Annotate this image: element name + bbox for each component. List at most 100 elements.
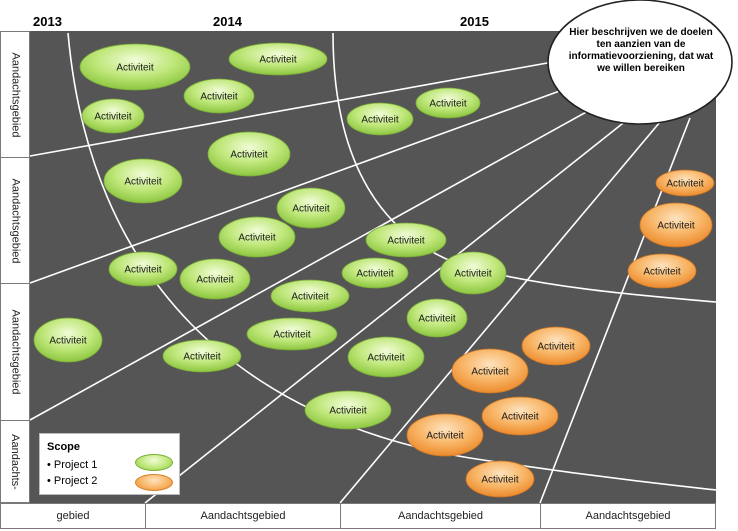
activity-ellipse [246,317,338,351]
activity-4: Activiteit [81,98,145,134]
activity-ellipse [406,413,484,457]
legend-item-project-1: • Project 1 [47,459,98,471]
activity-ellipse [627,253,697,289]
activity-ellipse [655,169,715,197]
activity-ellipse [481,396,559,436]
activity-ellipse [183,78,255,114]
activity-3: Activiteit [183,78,255,114]
activity-29: Activiteit [481,396,559,436]
callout-bubble [547,0,733,125]
activity-5: Activiteit [346,102,414,136]
activity-label: Activiteit [183,352,220,363]
activity-ellipse [179,258,251,300]
activity-ellipse [33,317,103,363]
activity-label: Activiteit [361,115,398,126]
activity-11: Activiteit [108,251,178,287]
radial-line-2 [29,79,591,284]
activity-ellipse [103,158,183,204]
activity-ellipse [451,348,529,394]
activity-28: Activiteit [451,348,529,394]
activity-6: Activiteit [415,87,481,119]
activity-label: Activiteit [291,292,328,303]
callout-text: Hier beschrijven we de doelen ten aanzie… [568,27,714,74]
activity-ellipse [406,298,468,338]
activity-ellipse [218,216,296,258]
activity-label: Activiteit [230,150,267,161]
activity-label: Activiteit [454,269,491,280]
activity-label: Activiteit [643,267,680,278]
activity-label: Activiteit [657,221,694,232]
activity-2: Activiteit [228,42,328,76]
activity-label: Activiteit [94,112,131,123]
activity-ellipse [439,251,507,295]
legend-swatch-project-1 [135,454,173,471]
activity-ellipse [465,460,535,498]
activity-label: Activiteit [273,330,310,341]
activity-ellipse [346,102,414,136]
column-label-2: Aandachtsgebied [145,503,341,529]
activity-label: Activiteit [356,269,393,280]
activity-8: Activiteit [103,158,183,204]
activity-label: Activiteit [537,342,574,353]
activity-ellipse [415,87,481,119]
activity-label: Activiteit [367,353,404,364]
column-label-4: Aandachtsgebied [540,503,716,529]
column-label-1: gebied [0,503,146,529]
row-label-4: Aandachts- [0,420,30,503]
activity-14: Activiteit [341,257,409,289]
activity-25: Activiteit [639,202,713,248]
activity-21: Activiteit [347,336,425,378]
row-label-1: Aandachtsgebied [0,31,30,158]
radial-line-3 [29,99,609,421]
radial-line-5 [339,121,661,504]
activity-12: Activiteit [179,258,251,300]
legend-swatch-project-2 [135,474,173,491]
scope-legend: Scope • Project 1 • Project 2 [39,433,180,495]
activities-layer: ActiviteitActiviteitActiviteitActiviteit… [33,42,715,498]
activity-9: Activiteit [276,187,346,229]
activity-label: Activiteit [292,204,329,215]
radial-line-1 [29,57,576,157]
activity-label: Activiteit [481,475,518,486]
activity-label: Activiteit [259,55,296,66]
activity-ellipse [207,131,291,177]
activity-label: Activiteit [666,179,703,190]
activity-ellipse [228,42,328,76]
curve-2014 [67,32,717,491]
activity-label: Activiteit [429,99,466,110]
activity-22: Activiteit [304,390,392,430]
activity-label: Activiteit [116,63,153,74]
activity-label: Activiteit [387,236,424,247]
activity-label: Activiteit [200,92,237,103]
legend-title: Scope [47,441,81,453]
column-label-3: Aandachtsgebied [340,503,541,529]
activity-label: Activiteit [124,177,161,188]
activity-ellipse [365,222,447,258]
activity-ellipse [521,326,591,366]
activity-ellipse [162,339,242,373]
activity-24: Activiteit [655,169,715,197]
activity-ellipse [79,43,191,91]
activity-label: Activiteit [196,275,233,286]
row-label-1-text: Aandachtsgebied [9,51,22,138]
activity-ellipse [304,390,392,430]
activity-label: Activiteit [418,314,455,325]
activity-10: Activiteit [218,216,296,258]
year-2013: 2013 [33,14,62,29]
row-label-3-text: Aandachtsgebied [9,309,22,395]
activity-26: Activiteit [627,253,697,289]
activity-label: Activiteit [426,431,463,442]
activity-18: Activiteit [246,317,338,351]
activity-30: Activiteit [406,413,484,457]
activity-label: Activiteit [329,406,366,417]
activity-16: Activiteit [270,279,350,313]
year-2015: 2015 [460,14,489,29]
activity-label: Activiteit [501,412,538,423]
activity-19: Activiteit [33,317,103,363]
activity-ellipse [108,251,178,287]
activity-label: Activiteit [49,336,86,347]
radial-line-4 [144,115,633,504]
activity-ellipse [81,98,145,134]
